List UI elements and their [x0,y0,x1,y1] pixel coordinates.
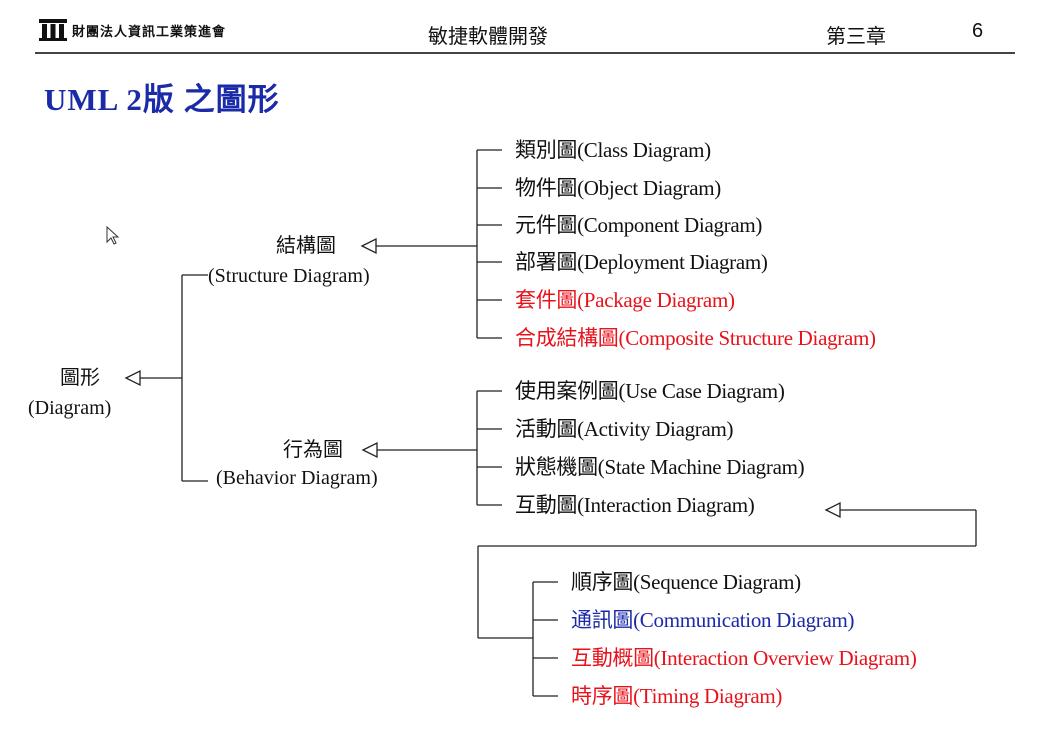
root-node-zh: 圖形 [60,367,100,389]
behavior-item-statemachine: 狀態機圖(State Machine Diagram) [515,455,805,479]
interaction-item-timing: 時序圖(Timing Diagram) [571,684,783,708]
structure-item-component: 元件圖(Component Diagram) [515,213,763,237]
course-title: 敏捷軟體開發 [428,26,548,48]
behavior-node-zh: 行為圖 [283,439,343,461]
structure-node-zh: 結構圖 [276,235,336,257]
structure-node-en: (Structure Diagram) [208,265,370,287]
root-node-en: (Diagram) [28,397,112,419]
behavior-item-usecase: 使用案例圖(Use Case Diagram) [515,379,785,403]
structure-item-deployment: 部署圖(Deployment Diagram) [515,250,768,274]
structure-item-package: 套件圖(Package Diagram) [515,288,735,312]
interaction-item-sequence: 順序圖(Sequence Diagram) [571,570,801,594]
behavior-node-en: (Behavior Diagram) [216,467,378,489]
interaction-item-overview: 互動概圖(Interaction Overview Diagram) [571,646,917,670]
page-number: 6 [972,20,984,42]
org-logo: 財團法人資訊工業策進會 [38,18,226,42]
header-divider [35,52,1015,54]
interaction-item-communication: 通訊圖(Communication Diagram) [571,608,855,632]
chapter-label: 第三章 [826,26,886,48]
behavior-item-activity: 活動圖(Activity Diagram) [515,417,734,441]
structure-item-object: 物件圖(Object Diagram) [515,176,721,200]
behavior-item-interaction: 互動圖(Interaction Diagram) [515,493,755,517]
structure-item-composite: 合成結構圖(Composite Structure Diagram) [515,326,876,350]
slide-title: UML 2版 之圖形 [44,82,280,117]
org-name: 財團法人資訊工業策進會 [72,23,227,39]
org-logo-icon [39,19,67,41]
structure-item-class: 類別圖(Class Diagram) [515,138,711,162]
mouse-cursor-icon [106,226,120,245]
